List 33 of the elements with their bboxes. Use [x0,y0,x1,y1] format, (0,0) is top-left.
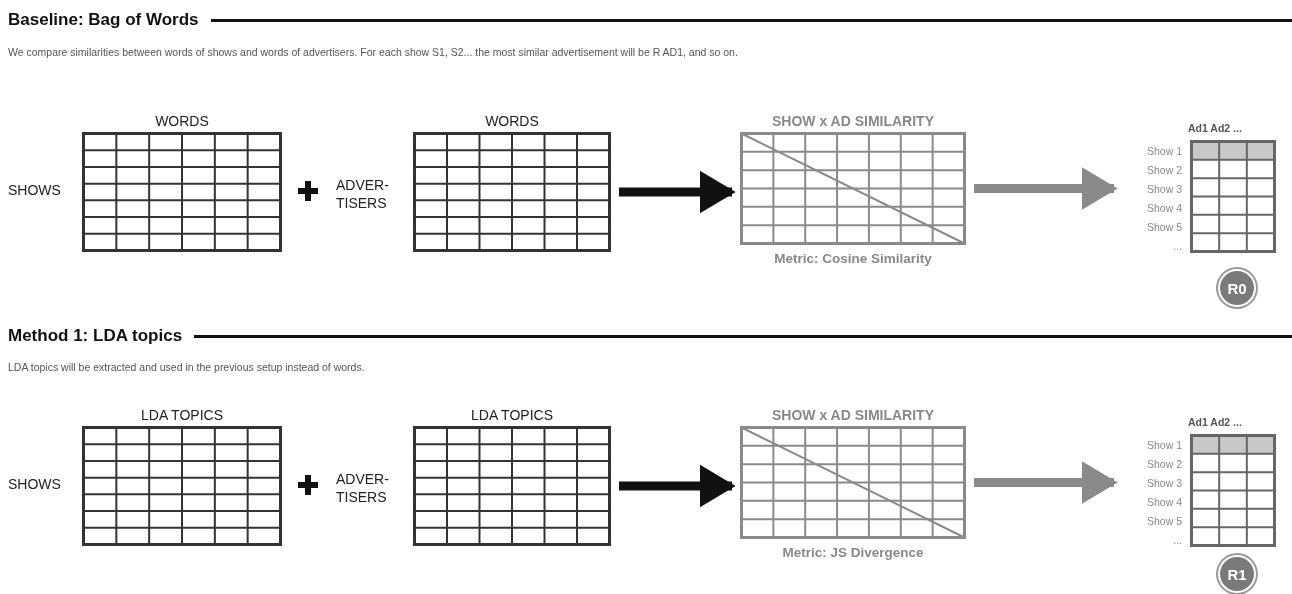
axis-label: SHOWS [8,475,62,493]
matrix-header: SHOW x AD SIMILARITY [770,112,935,131]
metric-label: Metric: Cosine Similarity [773,251,933,266]
description-text: We compare similarities between words of shows and words of advertisers. For each show S1, S2... the most similar advertisement will be R AD1, and so on. [8,46,738,58]
row-label: Show 1 [1145,439,1182,452]
result-badge: R1 [1220,557,1254,591]
description-text: LDA topics will be extracted and used in the previous setup instead of words. [8,361,365,373]
column-headers: Ad1 Ad2 ... [1188,122,1242,134]
metric-label: Metric: JS Divergence [781,545,925,560]
matrix-header: LDA TOPICS [470,406,554,425]
matrix-header: WORDS [154,112,210,131]
row-label: ... [1172,533,1182,546]
section-heading: Baseline: Bag of Words [8,10,200,30]
matrix-header: LDA TOPICS [140,406,224,425]
row-label: Show 3 [1145,183,1182,196]
matrix-header: WORDS [484,112,540,131]
arrow [974,464,1118,501]
row-label: Show 2 [1145,164,1182,177]
axis-label: SHOWS [8,181,62,199]
axis-label: ADVER-TISERS [336,470,390,506]
axis-label: ADVER-TISERS [336,176,390,212]
row-label: Show 2 [1145,458,1182,471]
matrix-header: SHOW x AD SIMILARITY [770,406,935,425]
arrow [974,170,1118,207]
row-label: Show 4 [1145,495,1182,508]
section-heading: Method 1: LDA topics [8,326,184,346]
row-label: Show 4 [1145,201,1182,214]
row-label: Show 5 [1145,514,1182,527]
row-label: Show 1 [1145,145,1182,158]
row-label: Show 3 [1145,477,1182,490]
column-headers: Ad1 Ad2 ... [1188,416,1242,428]
row-label: ... [1172,239,1182,252]
row-label: Show 5 [1145,220,1182,233]
